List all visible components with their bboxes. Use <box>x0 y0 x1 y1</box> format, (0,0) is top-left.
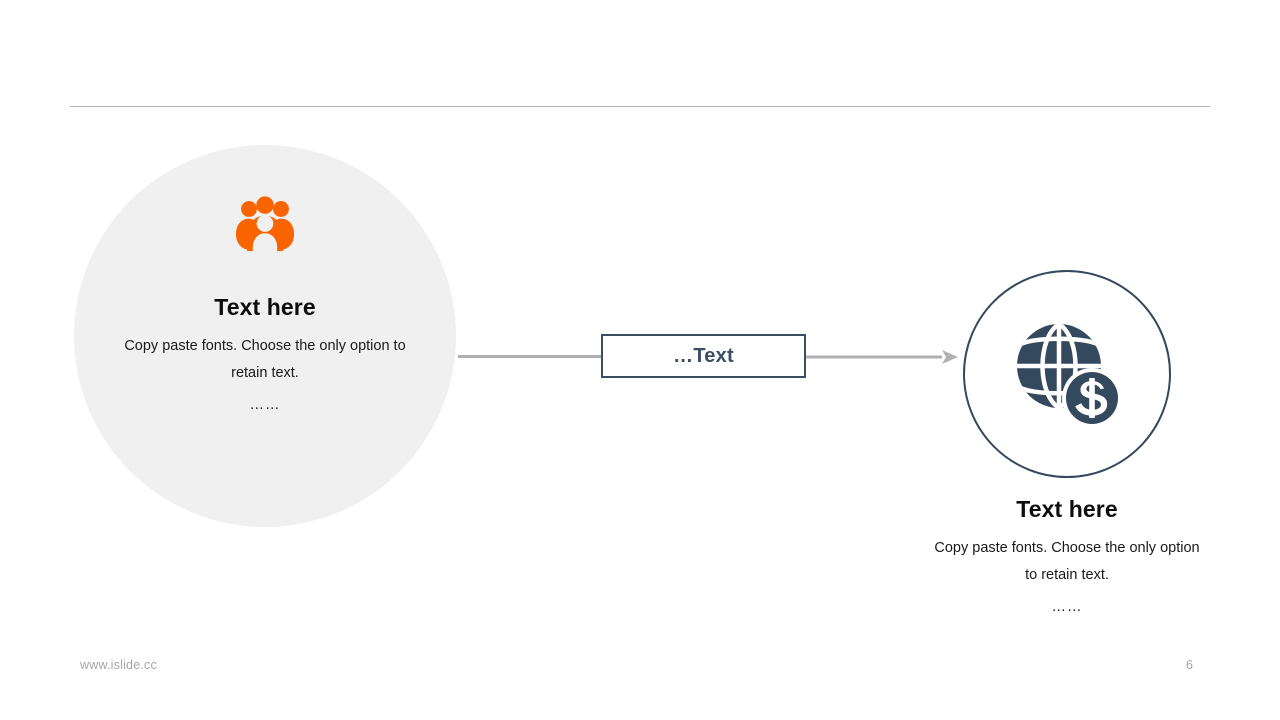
middle-label-box[interactable]: …Text <box>601 334 806 378</box>
footer-page-number: 6 <box>1186 658 1193 672</box>
top-divider-rule <box>70 106 1210 107</box>
left-ellipsis: …… <box>249 397 281 414</box>
right-paragraph: Copy paste fonts. Choose the only option… <box>934 539 1200 583</box>
left-heading: Text here <box>214 294 316 320</box>
footer-url[interactable]: www.islide.cc <box>80 658 157 672</box>
right-ellipsis: …… <box>1051 599 1083 616</box>
right-heading: Text here <box>1016 496 1118 522</box>
globe-dollar-icon <box>1009 316 1125 432</box>
people-group-icon <box>234 193 296 255</box>
left-node-group[interactable]: Text here Copy paste fonts. Choose the o… <box>74 145 456 527</box>
right-text-block: Text here Copy paste fonts. Choose the o… <box>927 495 1207 620</box>
middle-box-label: …Text <box>673 344 734 367</box>
right-node-group[interactable] <box>963 270 1171 478</box>
connector-middle-to-right <box>806 347 958 367</box>
connector-left-to-middle <box>458 355 602 358</box>
left-text-block: Text here Copy paste fonts. Choose the o… <box>115 293 415 418</box>
left-paragraph: Copy paste fonts. Choose the only option… <box>124 337 406 381</box>
